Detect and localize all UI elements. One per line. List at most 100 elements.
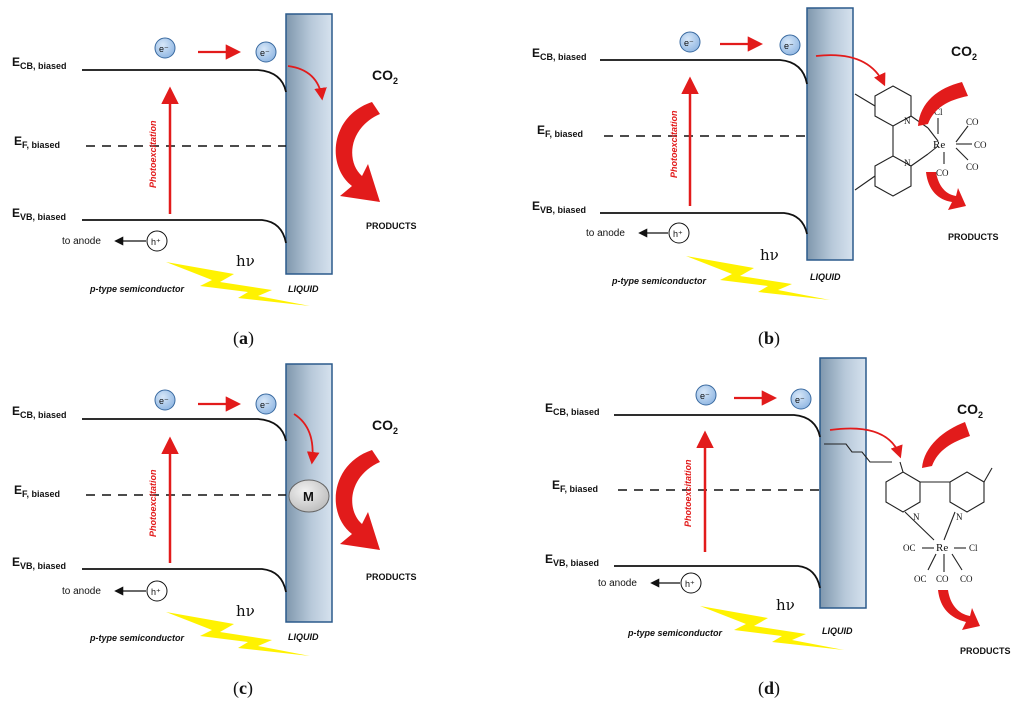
vb-level-label: EVB, biased bbox=[12, 555, 66, 571]
fermi-level-label: EF, biased bbox=[552, 478, 598, 494]
hv-label: hν bbox=[760, 246, 779, 264]
valence-band-line bbox=[82, 568, 287, 593]
hv-label: hν bbox=[236, 602, 255, 620]
co2-reduction-arrow bbox=[918, 82, 968, 126]
valence-band-line bbox=[82, 219, 287, 244]
conduction-band-line bbox=[614, 414, 821, 438]
products-label: PRODUCTS bbox=[366, 572, 417, 582]
photoexcitation-label: Photoexcitation bbox=[148, 469, 158, 537]
n-atom-label: N bbox=[956, 512, 963, 522]
products-arrow bbox=[938, 590, 980, 630]
electron-icon bbox=[779, 34, 801, 56]
cb-level-label: ECB, biased bbox=[12, 55, 67, 71]
n-atom-label: N bbox=[904, 158, 911, 168]
cb-level-label: ECB, biased bbox=[545, 401, 600, 417]
panel-letter: (d) bbox=[758, 678, 780, 699]
valence-band-line bbox=[600, 212, 808, 235]
n-atom-label: N bbox=[904, 116, 911, 126]
re-atom-label: Re bbox=[933, 139, 945, 151]
hv-label: hν bbox=[776, 596, 795, 614]
panel-d: LIQUID ECB, biased EF, biased EVB, biase… bbox=[545, 357, 1011, 699]
panel-letter: (c) bbox=[233, 678, 253, 699]
hv-label: hν bbox=[236, 252, 255, 270]
catalyst-m-icon bbox=[288, 479, 330, 513]
co-ligand-label: CO bbox=[966, 162, 979, 172]
co-ligand-label: CO bbox=[960, 574, 973, 584]
fermi-level-label: EF, biased bbox=[14, 134, 60, 150]
electron-label: e⁻ bbox=[684, 38, 694, 48]
co2-label: CO2 bbox=[957, 401, 983, 420]
co-ligand-label: CO bbox=[974, 140, 987, 150]
fermi-level-label: EF, biased bbox=[537, 123, 583, 139]
panel-b: LIQUID ECB, biased EF, biased EVB, biase… bbox=[532, 7, 999, 349]
cl-ligand-label: Cl bbox=[969, 543, 978, 553]
semiconductor-label: p-type semiconductor bbox=[627, 628, 723, 638]
electron-injection-arrow bbox=[293, 413, 320, 465]
vb-level-label: EVB, biased bbox=[545, 552, 599, 568]
liquid-label: LIQUID bbox=[288, 632, 319, 642]
hole-label: h⁺ bbox=[685, 579, 695, 589]
electron-label: e⁻ bbox=[159, 396, 169, 406]
panel-letter: (b) bbox=[758, 328, 780, 349]
cl-ligand-label: Cl bbox=[934, 107, 943, 117]
electron-icon bbox=[154, 389, 176, 411]
hole-icon bbox=[146, 580, 168, 602]
co2-reduction-arrow bbox=[335, 450, 380, 550]
liquid-label: LIQUID bbox=[822, 626, 853, 636]
valence-band-line bbox=[614, 565, 821, 589]
to-anode-label: to anode bbox=[598, 578, 637, 589]
rhenium-bipyridine-complex bbox=[854, 85, 972, 197]
photoexcitation-label: Photoexcitation bbox=[669, 110, 679, 178]
liquid-electrode bbox=[806, 7, 854, 261]
electron-label: e⁻ bbox=[159, 44, 169, 54]
liquid-label: LIQUID bbox=[288, 284, 319, 294]
co-ligand-label: CO bbox=[936, 574, 949, 584]
co2-label: CO2 bbox=[951, 43, 977, 62]
co2-label: CO2 bbox=[372, 67, 398, 86]
hole-label: h⁺ bbox=[151, 237, 161, 247]
electron-label: e⁻ bbox=[260, 48, 270, 58]
re-atom-label: Re bbox=[936, 542, 948, 554]
electron-injection-arrow bbox=[815, 54, 886, 87]
panel-c: LIQUID ECB, biased EF, biased EVB, biase… bbox=[12, 363, 417, 699]
electron-label: e⁻ bbox=[784, 41, 794, 51]
n-atom-label: N bbox=[913, 512, 920, 522]
panel-letter: (a) bbox=[233, 328, 254, 349]
fermi-level-label: EF, biased bbox=[14, 483, 60, 499]
semiconductor-label: p-type semiconductor bbox=[89, 284, 185, 294]
electron-injection-arrow bbox=[287, 65, 327, 101]
electron-label: e⁻ bbox=[795, 395, 805, 405]
lightning-icon bbox=[686, 256, 830, 300]
co-ligand-label: CO bbox=[936, 168, 949, 178]
to-anode-label: to anode bbox=[586, 228, 625, 239]
lightning-icon bbox=[700, 606, 844, 650]
liquid-label: LIQUID bbox=[810, 272, 841, 282]
cb-level-label: ECB, biased bbox=[12, 404, 67, 420]
vb-level-label: EVB, biased bbox=[12, 206, 66, 222]
co2-reduction-arrow bbox=[922, 422, 970, 468]
co2-label: CO2 bbox=[372, 417, 398, 436]
electron-icon bbox=[790, 388, 812, 410]
hole-icon bbox=[680, 572, 702, 594]
oc-ligand-label: OC bbox=[914, 574, 927, 584]
electron-injection-arrow bbox=[829, 427, 903, 459]
electron-icon bbox=[255, 393, 277, 415]
electron-icon bbox=[255, 41, 277, 63]
anchoring-linker bbox=[824, 443, 892, 463]
products-label: PRODUCTS bbox=[948, 232, 999, 242]
products-arrow bbox=[926, 172, 966, 210]
semiconductor-label: p-type semiconductor bbox=[611, 276, 707, 286]
electron-label: e⁻ bbox=[260, 400, 270, 410]
products-label: PRODUCTS bbox=[366, 221, 417, 231]
hole-label: h⁺ bbox=[151, 587, 161, 597]
lightning-icon bbox=[166, 262, 310, 306]
electron-icon bbox=[154, 37, 176, 59]
conduction-band-line bbox=[82, 418, 287, 442]
vb-level-label: EVB, biased bbox=[532, 199, 586, 215]
rhenium-bipyridine-complex bbox=[885, 461, 993, 572]
electron-icon bbox=[695, 384, 717, 406]
co-ligand-label: CO bbox=[966, 117, 979, 127]
cb-level-label: ECB, biased bbox=[532, 46, 587, 62]
liquid-electrode bbox=[285, 13, 333, 275]
